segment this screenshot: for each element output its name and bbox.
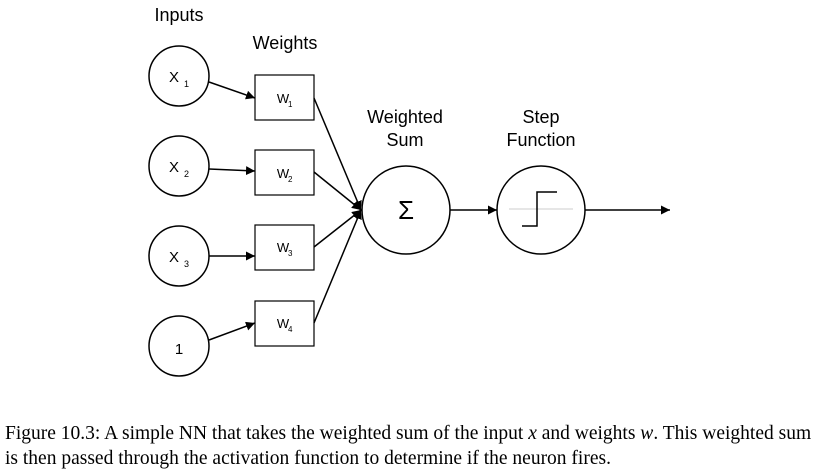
weight-3-main: W xyxy=(277,240,290,255)
weighted-sum-label-line2: Sum xyxy=(386,130,423,150)
weight-1-main: W xyxy=(277,91,290,106)
input-1-main: X xyxy=(169,69,179,86)
input-node-3: X 3 xyxy=(148,225,210,287)
perceptron-diagram: Inputs Weights Weighted Sum Step Functio… xyxy=(148,5,670,377)
weight-box-1: W 1 xyxy=(254,74,315,121)
input-2-sub: 2 xyxy=(184,169,189,179)
svg-text:W: W xyxy=(277,166,290,181)
caption-text-1: Figure 10.3: A simple NN that takes the … xyxy=(5,423,529,444)
figure-caption: Figure 10.3: A simple NN that takes the … xyxy=(5,421,821,471)
caption-text-3: . This weighted sum is then passed throu… xyxy=(5,423,812,469)
weight-box-3: W 3 xyxy=(254,224,315,271)
svg-text:W: W xyxy=(277,240,290,255)
bias-value: 1 xyxy=(175,341,183,358)
weight-4-main: W xyxy=(277,316,290,331)
arrow-weight4-to-sum xyxy=(313,209,362,324)
svg-text:3: 3 xyxy=(288,249,293,258)
svg-text:4: 4 xyxy=(288,325,293,334)
sigma-icon: Σ xyxy=(361,165,451,255)
svg-text:1: 1 xyxy=(175,341,183,358)
step-curve xyxy=(522,191,557,227)
weighted-sum-label-line1: Weighted xyxy=(367,107,443,127)
weight-box-2: W 2 xyxy=(254,149,315,196)
caption-var-x: x xyxy=(528,423,537,444)
arrow-input2-to-weight2 xyxy=(208,166,256,176)
svg-text:1: 1 xyxy=(184,79,189,89)
input-2-main: X xyxy=(169,159,179,176)
caption-text-2: and weights xyxy=(536,423,641,444)
input-1-sub: 1 xyxy=(184,79,189,89)
weight-2-main: W xyxy=(277,166,290,181)
arrow-weight1-to-sum xyxy=(313,97,362,211)
svg-text:2: 2 xyxy=(184,169,189,179)
arrow-bias-to-weight4 xyxy=(208,321,256,341)
svg-text:1: 1 xyxy=(288,100,293,109)
weight-3-sub: 3 xyxy=(288,249,293,258)
step-function-label-line2: Function xyxy=(506,130,575,150)
weight-2-sub: 2 xyxy=(288,175,293,184)
weight-4-sub: 4 xyxy=(288,325,293,334)
bias-node: 1 xyxy=(148,315,210,377)
sum-symbol: Σ xyxy=(398,195,414,225)
svg-text:W: W xyxy=(277,316,290,331)
input-3-sub: 3 xyxy=(184,259,189,269)
caption-var-w: w xyxy=(640,423,654,444)
svg-text:X: X xyxy=(169,249,179,266)
svg-text:W: W xyxy=(277,91,290,106)
input-node-1: X 1 xyxy=(148,45,210,107)
svg-text:3: 3 xyxy=(184,259,189,269)
arrow-weight2-to-sum xyxy=(313,171,362,211)
input-3-main: X xyxy=(169,249,179,266)
arrow-input1-to-weight1 xyxy=(208,81,256,100)
arrow-weight3-to-sum xyxy=(313,209,362,248)
weights-label: Weights xyxy=(253,33,318,53)
weight-box-4: W 4 xyxy=(254,300,315,347)
step-function-icon xyxy=(496,165,586,255)
svg-text:2: 2 xyxy=(288,175,293,184)
inputs-label: Inputs xyxy=(154,5,203,25)
input-node-2: X 2 xyxy=(148,135,210,197)
step-function-label-line1: Step xyxy=(522,107,559,127)
weight-1-sub: 1 xyxy=(288,100,293,109)
svg-text:X: X xyxy=(169,159,179,176)
svg-text:X: X xyxy=(169,69,179,86)
